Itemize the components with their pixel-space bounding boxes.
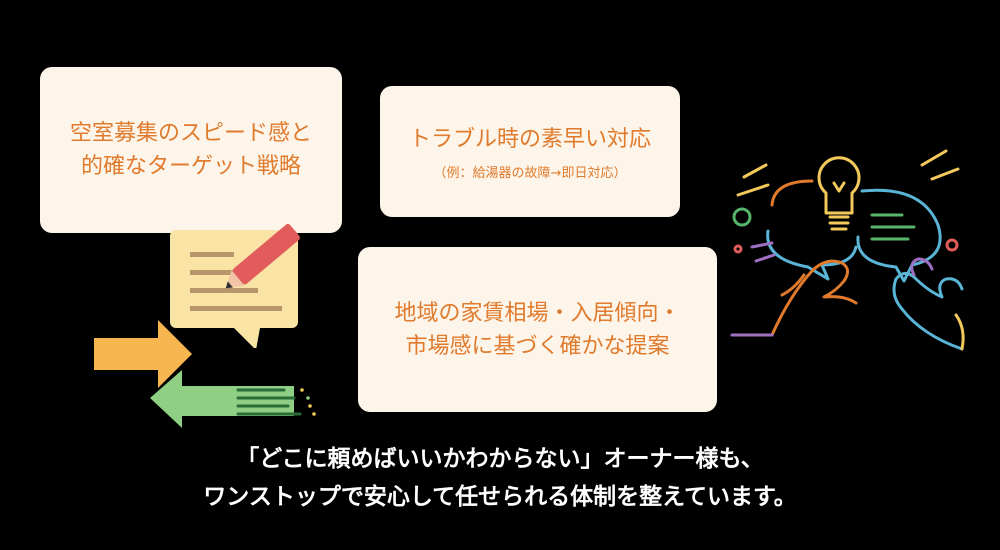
local-proposal-card: 地域の家賃相場・入居傾向・ 市場感に基づく確かな提案	[358, 247, 717, 412]
speed-strategy-card: 空室募集のスピード感と 的確なターゲット戦略	[40, 67, 342, 233]
trouble-response-card: トラブル時の素早い対応 （例：給湯器の故障→即日対応）	[380, 86, 680, 217]
memo-pencil-icon	[170, 223, 300, 348]
lightbulb-handshake-icon	[730, 149, 965, 351]
trouble-response-title: トラブル時の素早い対応	[408, 126, 651, 152]
caption-line2: ワンストップで安心して任せられる体制を整えています。	[203, 484, 797, 510]
local-proposal-line1: 地域の家賃相場・入居傾向・	[394, 300, 681, 326]
closing-caption: 「どこに頼めばいいかわからない」オーナー様も、 ワンストップで安心して任せられる…	[0, 440, 1000, 516]
exchange-arrows-icon	[94, 320, 316, 428]
speed-strategy-line2: 的確なターゲット戦略	[80, 154, 301, 179]
local-proposal-line2: 市場感に基づく確かな提案	[405, 333, 670, 359]
speed-strategy-line1: 空室募集のスピード感と	[69, 121, 312, 146]
caption-line1: 「どこに頼めばいいかわからない」オーナー様も、	[236, 446, 764, 472]
trouble-response-note: （例：給湯器の故障→即日対応）	[433, 165, 627, 181]
